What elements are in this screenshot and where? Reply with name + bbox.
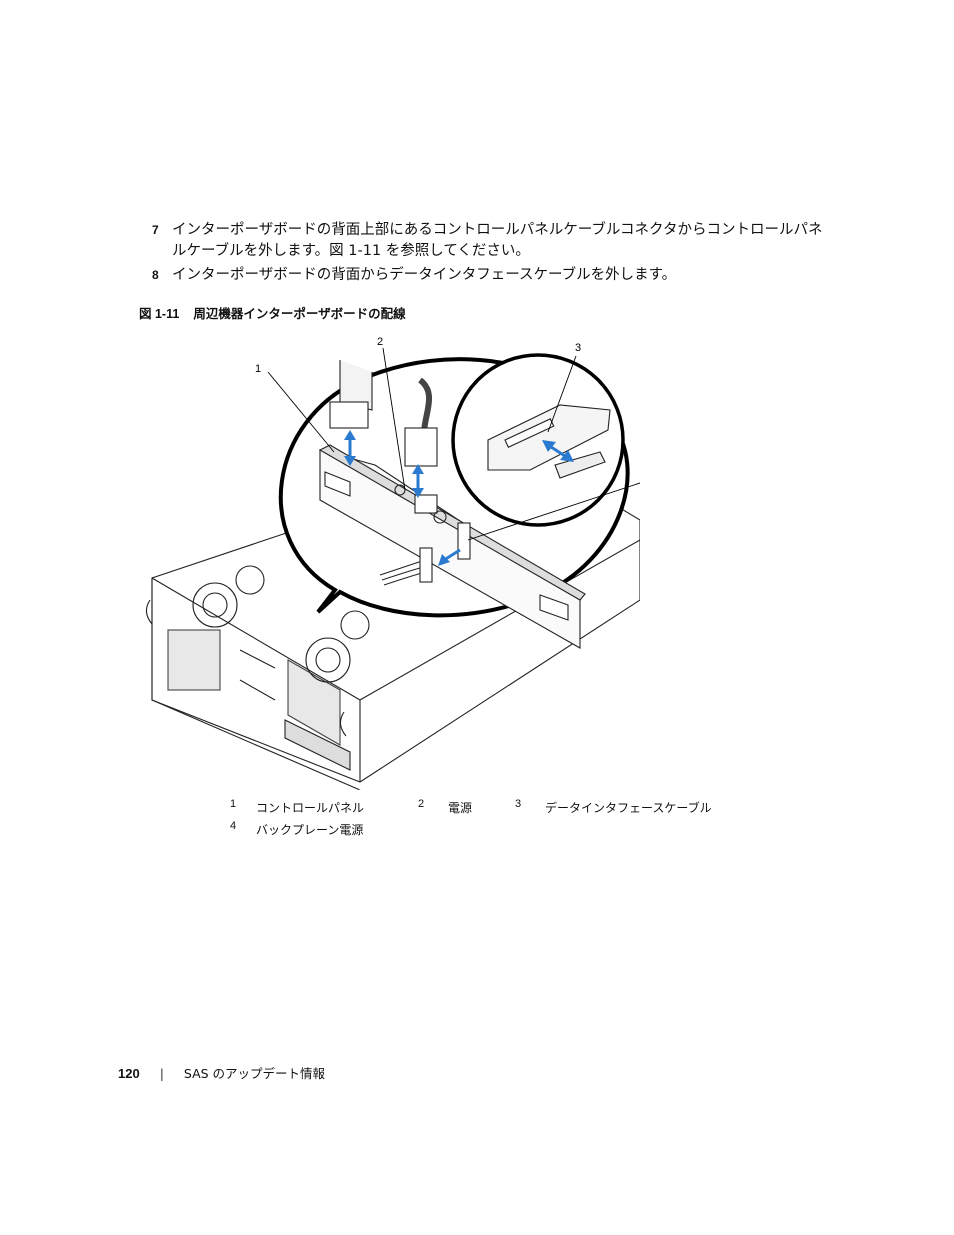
power-cable	[404, 377, 438, 467]
legend-number: 3	[515, 798, 522, 810]
removal-arrows	[344, 430, 574, 566]
step-text: インターポーザボードの背面からデータインタフェースケーブルを外します。	[172, 267, 677, 283]
backplane-power-cable	[379, 547, 433, 586]
page-number: 120	[118, 1066, 140, 1081]
control-panel-cable	[329, 360, 373, 429]
interposer-board	[318, 444, 586, 649]
legend-number: 4	[230, 820, 237, 832]
step-text: インターポーザボードの背面上部にあるコントロールパネルケーブルコネクタからコント…	[172, 222, 823, 259]
interposer-board-illustration: 1 2 3 4	[145, 336, 640, 790]
figure-title: 周辺機器インターポーザボードの配線	[193, 306, 406, 321]
callout-3: 3	[575, 342, 581, 354]
callout-1: 1	[255, 363, 261, 375]
step-8: 8 インターポーザボードの背面からデータインタフェースケーブルを外します。	[152, 265, 832, 286]
figure-number: 図 1-11	[139, 307, 180, 321]
legend-number: 2	[418, 798, 425, 810]
page-footer: 120 | SAS のアップデート情報	[118, 1063, 325, 1082]
inset-data-board	[487, 404, 611, 479]
step-number: 8	[152, 268, 159, 282]
legend-label: データインタフェースケーブル	[545, 801, 712, 815]
callout-2: 2	[377, 336, 383, 348]
section-title: SAS のアップデート情報	[183, 1066, 326, 1081]
footer-separator: |	[159, 1066, 164, 1081]
callout-leaders	[267, 347, 640, 541]
legend-label: 電源	[448, 801, 473, 815]
step-7: 7 インターポーザボードの背面上部にあるコントロールパネルケーブルコネクタからコ…	[152, 220, 832, 262]
figure-caption: 図 1-11 周辺機器インターポーザボードの配線	[139, 303, 406, 322]
legend-label: バックプレーン電源	[256, 823, 364, 837]
callout-numbers: 1 2 3 4	[255, 336, 581, 375]
legend-label: コントロールパネル	[256, 801, 365, 815]
legend-number: 1	[230, 798, 237, 810]
step-number: 7	[152, 223, 159, 237]
